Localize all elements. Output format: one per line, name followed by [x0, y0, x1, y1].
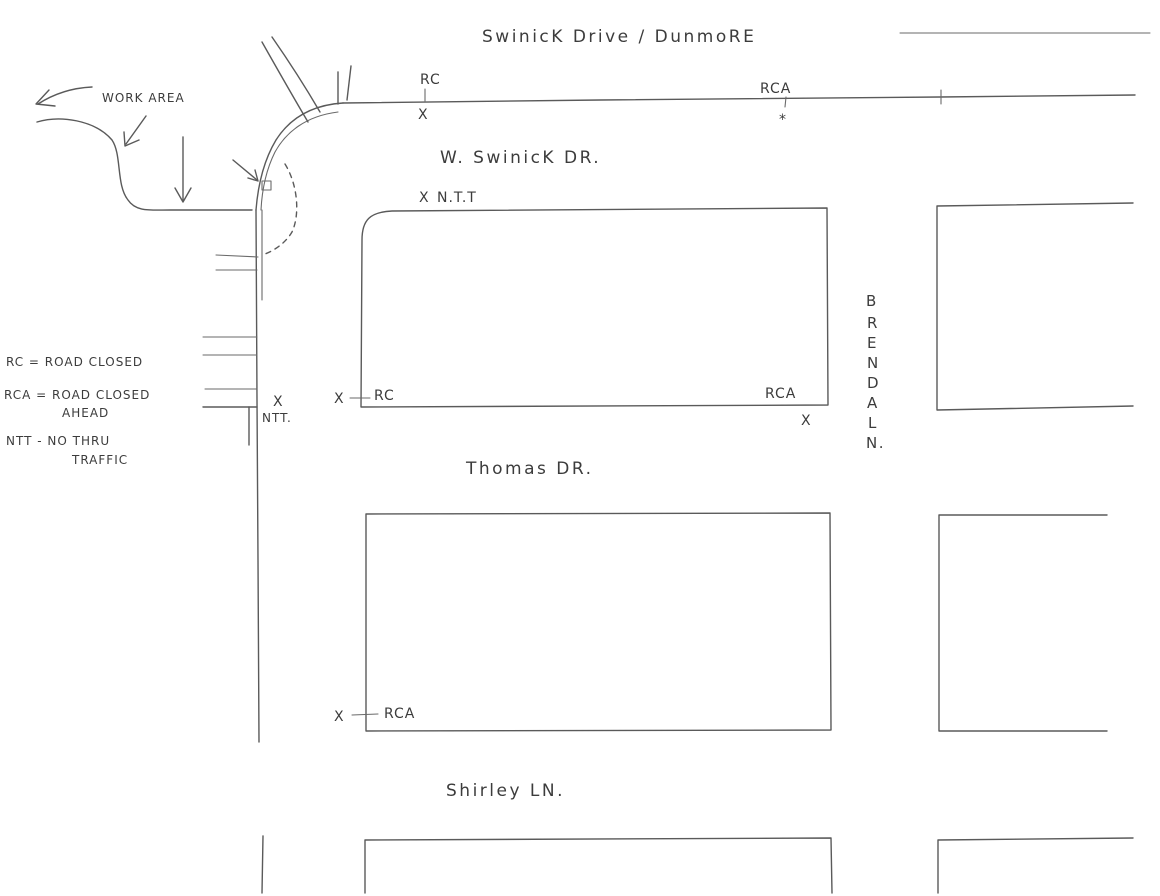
work-zone-arc [261, 163, 298, 256]
block-b [936, 202, 1134, 411]
sign-x-mark: X [334, 391, 345, 407]
sign-x-mark: X [419, 190, 430, 206]
work-area-arrow [37, 86, 93, 105]
brenda-letter: E [867, 334, 878, 352]
brenda-letter: R [867, 314, 879, 332]
sign-x-mark: X [418, 107, 429, 123]
block-d [938, 514, 1108, 732]
shirley-ln-label: Shirley LN. [446, 781, 565, 801]
work-area-arrow-head [35, 89, 56, 107]
sign-x-mark: X [801, 413, 812, 429]
driveway-1 [215, 254, 259, 258]
brenda-letter: B [866, 292, 878, 310]
brenda-letter: D [867, 374, 880, 392]
work-area-pointer-head [123, 131, 140, 147]
w-swinick-label: W. SwinicK DR. [440, 148, 601, 168]
block-f [937, 837, 1134, 894]
arrows [35, 86, 259, 203]
brenda-ln-label: B R E N D A L N. [866, 292, 885, 452]
sign-x-mark: X [273, 394, 284, 410]
legend-rca-line1: RCA = ROAD CLOSED [4, 388, 150, 402]
work-area-outline [36, 118, 253, 211]
diagonal-road-right [271, 36, 321, 113]
corner-curve-inner [260, 111, 339, 211]
brenda-letter: A [867, 394, 879, 412]
brenda-letter: N [867, 354, 880, 372]
work-area-pointer [125, 115, 147, 145]
block-a [360, 207, 829, 408]
sign-rca-top: RCA [760, 81, 791, 97]
brenda-letter: N. [866, 434, 885, 452]
swinick-drive-edge [342, 94, 1136, 104]
thomas-dr-label: Thomas DR. [465, 459, 594, 479]
sign-star-mark: * [779, 112, 787, 128]
legend: RC = ROAD CLOSED RCA = ROAD CLOSED AHEAD… [4, 355, 150, 467]
legend-rca-line2: AHEAD [62, 406, 109, 420]
diagonal-road-left [261, 41, 309, 123]
blocks [360, 202, 1134, 894]
corner-arrow-head [247, 169, 259, 182]
block-e [364, 837, 833, 894]
sign-rca-thomas: RCA [765, 386, 796, 402]
legend-ntt-line2: TRAFFIC [71, 453, 128, 467]
west-road-edge [255, 209, 260, 743]
sign-rc-thomas: RC [374, 388, 395, 404]
west-road-bottom [261, 835, 264, 894]
road-lines [36, 32, 1151, 894]
sign-x-mark: X [334, 709, 345, 725]
sign-rc-top: RC [420, 72, 441, 88]
sign-ntt-left: NTT. [262, 411, 292, 425]
short-road-stub-b [346, 65, 352, 101]
sign-rca-top-stem [784, 96, 787, 108]
corner-arrow [232, 159, 258, 181]
work-area-label: WORK AREA [102, 91, 185, 105]
street-labels: SwinicK Drive / DunmoRE W. SwinicK DR. T… [440, 27, 885, 801]
block-c [365, 512, 832, 732]
sign-rca-shirley-stem [351, 713, 379, 716]
down-arrow-head [174, 187, 192, 203]
swinick-drive-label: SwinicK Drive / DunmoRE [482, 27, 756, 47]
sign-ntt-top: N.T.T [437, 190, 477, 206]
work-site-marker [261, 180, 272, 191]
sign-markers: RC X RCA * X N.T.T X NTT. X RC RCA X X R… [262, 72, 812, 725]
corner-curve [255, 102, 344, 211]
legend-ntt-line1: NTT - NO THRU [6, 434, 110, 448]
brenda-letter: L [868, 414, 878, 432]
legend-rc: RC = ROAD CLOSED [6, 355, 143, 369]
sign-rca-shirley: RCA [384, 706, 415, 722]
